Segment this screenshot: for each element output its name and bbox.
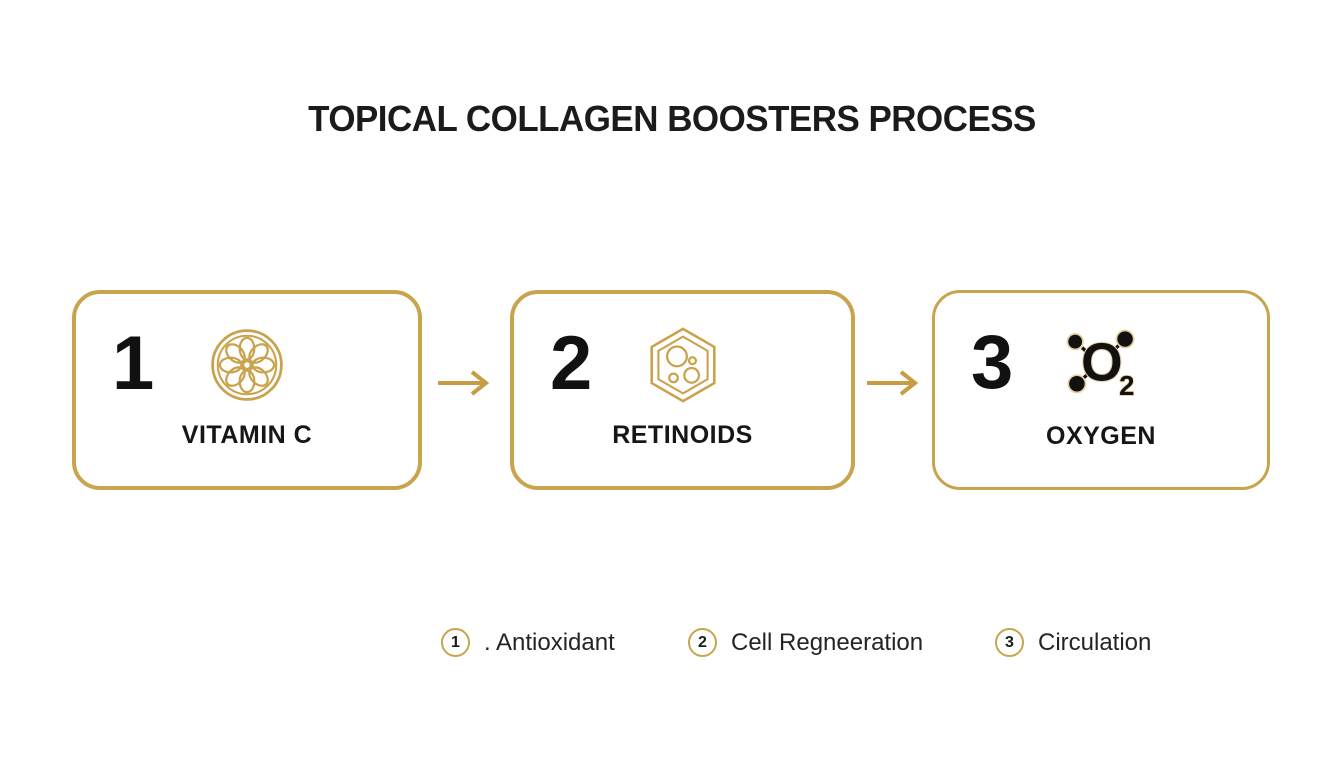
step-label: OXYGEN <box>1046 422 1156 450</box>
legend-label: Circulation <box>1038 628 1152 656</box>
page-title: TOPICAL COLLAGEN BOOSTERS PROCESS <box>308 98 1036 139</box>
o2-letter: O <box>1081 333 1122 392</box>
step-number: 1 <box>112 321 155 406</box>
legend-number-badge: 1 <box>441 628 470 657</box>
arrow-right-icon <box>864 368 922 398</box>
legend-label: Cell Regneeration <box>731 628 924 656</box>
legend-item-cell-regeneration: 2 Cell Regneeration <box>688 628 923 657</box>
o2-subscript: 2 <box>1119 370 1134 401</box>
o2-molecule-icon: O 2 <box>1058 321 1144 407</box>
step-card-oxygen: 3 O 2 OXYGEN <box>932 290 1270 490</box>
hexagon-cells-icon <box>640 322 726 408</box>
step-card-vitamin-c: 1 VITAMIN C <box>72 290 422 490</box>
step-card-retinoids: 2 RETINOIDS <box>510 290 855 490</box>
step-number: 2 <box>550 321 593 406</box>
legend-label: . Antioxidant <box>484 628 615 656</box>
legend-item-antioxidant: 1 . Antioxidant <box>441 628 615 657</box>
citrus-slice-icon <box>204 322 290 408</box>
step-label: VITAMIN C <box>181 421 313 449</box>
arrow-right-icon <box>435 368 493 398</box>
step-number: 3 <box>971 320 1014 405</box>
step-label: RETINOIDS <box>612 421 753 449</box>
legend-number-badge: 2 <box>688 628 717 657</box>
legend-number-badge: 3 <box>995 628 1024 657</box>
legend-item-circulation: 3 Circulation <box>995 628 1151 657</box>
